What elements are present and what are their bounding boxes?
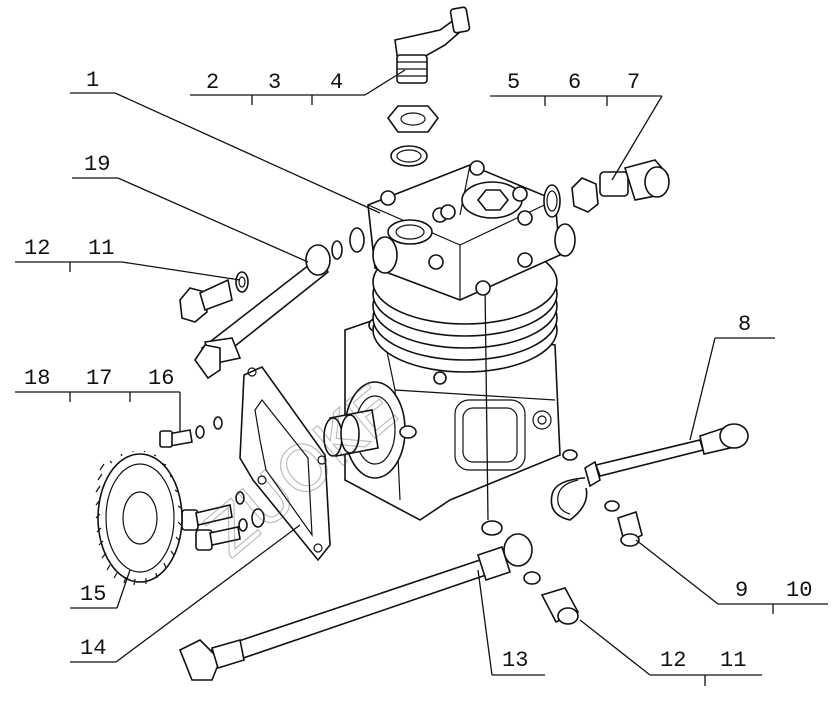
callout-labels: 1 2 3 4 5 6 7 8 9 10 11 12 11 12 13 14 1…	[24, 68, 812, 673]
callout-11-lower: 11	[720, 648, 746, 673]
callout-8: 8	[738, 312, 751, 337]
callout-13: 13	[502, 648, 528, 673]
top-elbow-fitting	[386, 6, 471, 167]
compressor-body	[323, 160, 576, 521]
callout-1: 1	[86, 68, 99, 93]
right-elbow-fitting	[543, 159, 670, 218]
callout-19: 19	[84, 152, 110, 177]
callout-5: 5	[507, 70, 520, 95]
callout-2: 2	[206, 70, 219, 95]
left-pipe-assembly	[179, 227, 365, 380]
callout-9: 9	[735, 578, 748, 603]
callout-12-lower: 12	[660, 648, 686, 673]
callout-4: 4	[330, 70, 343, 95]
callout-15: 15	[80, 582, 106, 607]
callout-10: 10	[786, 578, 812, 603]
callout-12-upper: 12	[24, 236, 50, 261]
callout-11-upper: 11	[88, 236, 114, 261]
leader-lines	[15, 69, 828, 686]
callout-7: 7	[627, 70, 640, 95]
drive-gear	[95, 450, 183, 586]
bolt-set-lower	[181, 491, 265, 551]
right-pipe-assembly	[550, 423, 749, 547]
callout-3: 3	[268, 70, 281, 95]
callout-17: 17	[86, 366, 112, 391]
callout-14: 14	[80, 636, 106, 661]
callout-6: 6	[568, 70, 581, 95]
mounting-flange	[239, 366, 331, 562]
bolt-set-upper	[159, 416, 223, 448]
callout-16: 16	[148, 366, 174, 391]
callout-18: 18	[24, 366, 50, 391]
bottom-pipe-assembly	[178, 520, 580, 681]
